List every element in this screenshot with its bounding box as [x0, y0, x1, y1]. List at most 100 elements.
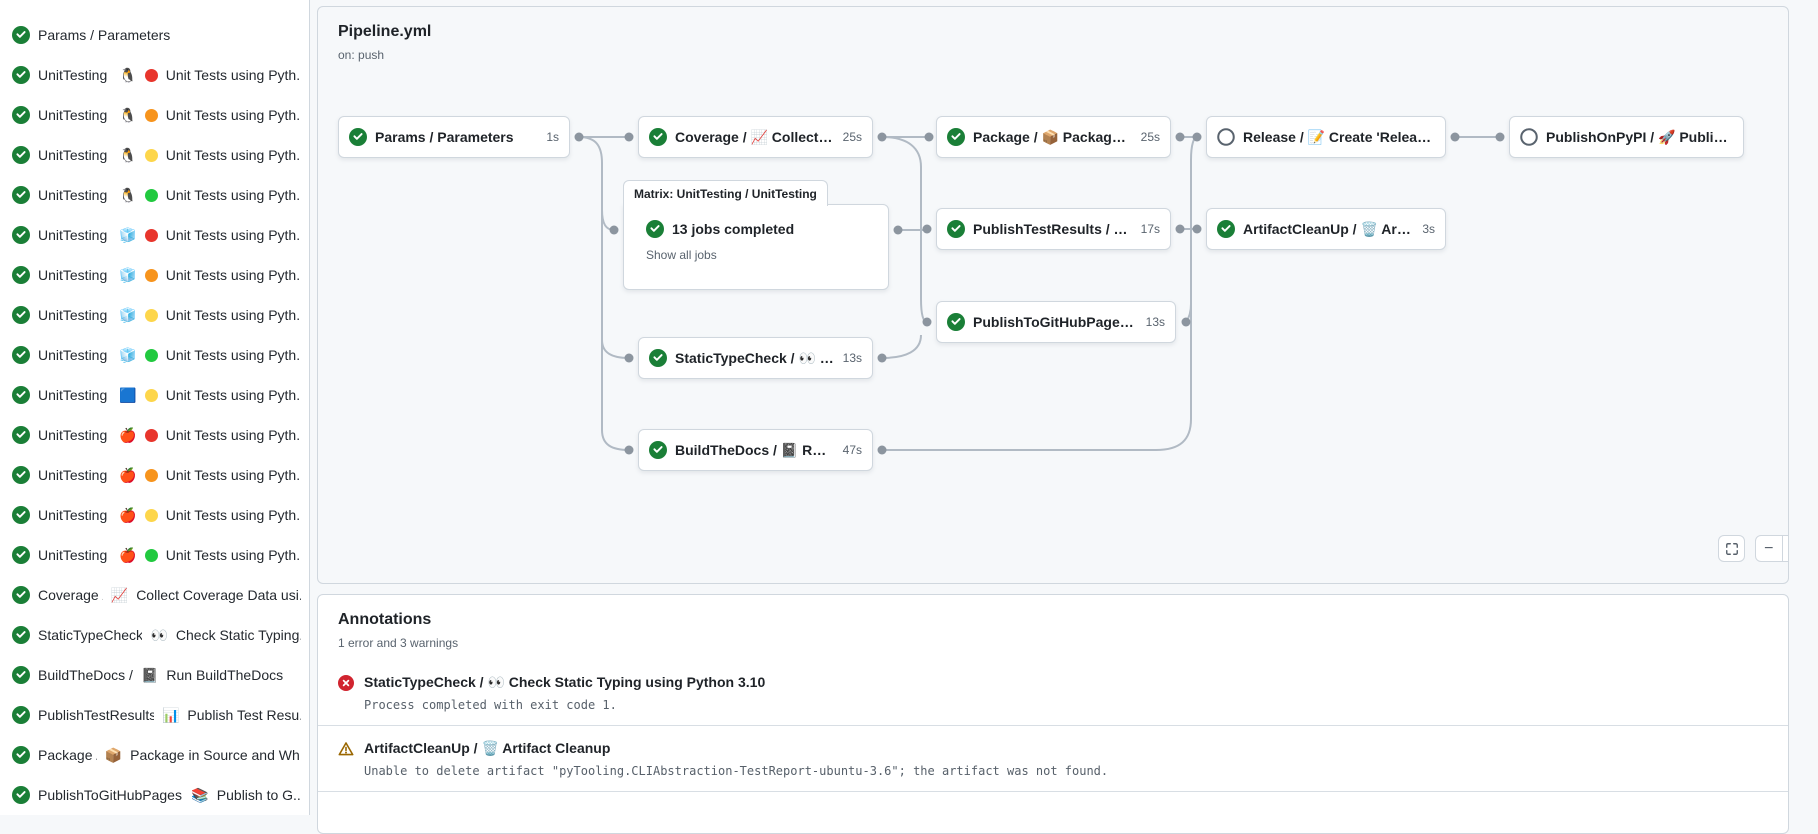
node-duration: 1s — [546, 130, 559, 144]
job-step-label: Collect Coverage Data usi... — [136, 587, 301, 603]
sidebar-job-row[interactable]: UnitTesting /🧊Unit Tests using Pyth... — [0, 215, 309, 255]
graph-node-unittesting-matrix[interactable]: 13 jobs completed Show all jobs — [623, 204, 889, 290]
graph-node-build-the-docs[interactable]: BuildTheDocs / 📓 Run Buil...47s — [638, 429, 873, 471]
job-step-label: Publish to G... — [216, 787, 301, 803]
sidebar-job-row[interactable]: UnitTesting /🍎Unit Tests using Pyth... — [0, 415, 309, 455]
graph-node-static-type-check[interactable]: StaticTypeCheck / 👀 Chec...13s — [638, 337, 873, 379]
job-step-label: Unit Tests using Pyth... — [165, 267, 301, 283]
sidebar-job-row[interactable]: Package / 📦 Package in Source and Wh... — [0, 735, 309, 775]
job-step-label: Check Static Typing... — [175, 627, 301, 643]
sidebar-job-row[interactable]: UnitTesting /🐧Unit Tests using Pyth... — [0, 135, 309, 175]
skipped-circle-icon — [1217, 128, 1235, 146]
annotations-title: Annotations — [338, 611, 432, 628]
sidebar-job-row[interactable]: UnitTesting /🍎Unit Tests using Pyth... — [0, 495, 309, 535]
annotations-list: StaticTypeCheck / 👀 Check Static Typing … — [318, 660, 1788, 791]
sidebar-job-row[interactable]: UnitTesting / 🧊 Unit Tests using Pyth... — [0, 255, 309, 295]
graph-node-artifact-cleanup[interactable]: ArtifactCleanUp / 🗑️ Artifac...3s — [1206, 208, 1446, 250]
os-icon: 🐧 — [119, 187, 137, 203]
matrix-summary-row: 13 jobs completed — [646, 220, 872, 238]
sidebar-job-row[interactable]: UnitTesting /🐧Unit Tests using Pyth... — [0, 95, 309, 135]
matrix-tab-label: Matrix: UnitTesting / UnitTesting — [634, 186, 817, 201]
main-area: Pipeline.yml on: push — [310, 0, 1818, 834]
job-step-label: Unit Tests using Pyth... — [165, 467, 301, 483]
node-label: PublishToGitHubPages / 📚 ... — [973, 313, 1138, 330]
node-duration: 13s — [842, 351, 862, 365]
edge-connection-dots — [574, 132, 1505, 455]
sidebar-job-row[interactable]: UnitTesting /🟦Unit Tests using Pyth... — [0, 375, 309, 415]
sidebar-job-row[interactable]: Coverage /📈Collect Coverage Data usi... — [0, 575, 309, 615]
job-name: UnitTesting / — [38, 467, 112, 483]
sidebar-job-row[interactable]: PublishToGitHubPages /📚Publish to G... — [0, 775, 309, 815]
graph-node-package[interactable]: Package / 📦 Package in So...25s — [936, 116, 1171, 158]
graph-node-publish-to-github-pages[interactable]: PublishToGitHubPages / 📚 ... 13s — [936, 301, 1176, 343]
sidebar-job-row[interactable]: PublishTestResults /📊Publish Test Resu..… — [0, 695, 309, 735]
job-name: UnitTesting / — [38, 347, 112, 363]
python-version-dot — [144, 268, 158, 282]
job-name: UnitTesting / — [38, 307, 112, 323]
node-duration: 3s — [1422, 222, 1435, 236]
job-name: UnitTesting / — [38, 267, 112, 283]
success-check-icon — [12, 666, 30, 684]
sidebar-job-row[interactable]: StaticTypeCheck /👀Check Static Typing... — [0, 615, 309, 655]
fullscreen-button[interactable] — [1718, 535, 1745, 562]
sidebar-job-row[interactable]: UnitTesting /🍎Unit Tests using Pyth... — [0, 535, 309, 575]
fullscreen-icon — [1725, 542, 1738, 555]
python-version-dot — [144, 508, 158, 522]
annotation-title[interactable]: StaticTypeCheck / 👀 Check Static Typing … — [364, 674, 766, 690]
node-label: PublishTestResults / 📊 Pu... — [973, 220, 1133, 237]
job-step-label: Unit Tests using Pyth... — [165, 507, 301, 523]
os-icon: 🐧 — [119, 107, 137, 123]
graph-header: Pipeline.yml on: push — [338, 23, 431, 62]
python-version-dot — [144, 148, 158, 162]
skipped-circle-icon — [1520, 128, 1538, 146]
sidebar-job-row[interactable]: UnitTesting /🧊Unit Tests using Pyth... — [0, 295, 309, 335]
job-name: PublishTestResults / — [38, 707, 154, 723]
matrix-tab[interactable]: Matrix: UnitTesting / UnitTesting — [623, 180, 828, 206]
node-duration: 25s — [842, 130, 862, 144]
node-duration: 13s — [1145, 315, 1165, 329]
python-version-dot — [144, 308, 158, 322]
python-version-dot — [144, 428, 158, 442]
job-name: UnitTesting / — [38, 187, 112, 203]
success-check-icon — [12, 546, 30, 564]
zoom-in-button[interactable]: + — [1781, 536, 1789, 561]
graph-node-publish-on-pypi[interactable]: PublishOnPyPI / 🚀 Publish to ... — [1509, 116, 1744, 158]
sidebar-job-row[interactable]: UnitTesting /🐧Unit Tests using Pyth... — [0, 175, 309, 215]
zoom-out-button[interactable]: − — [1764, 539, 1774, 557]
sidebar-job-row[interactable]: UnitTesting /🐧Unit Tests using Pyth... — [0, 55, 309, 95]
sidebar-job-row[interactable]: BuildTheDocs /📓Run BuildTheDocs — [0, 655, 309, 695]
graph-node-release[interactable]: Release / 📝 Create 'Release P... — [1206, 116, 1446, 158]
annotations-header: Annotations 1 error and 3 warnings — [318, 595, 1788, 660]
python-version-dot — [144, 108, 158, 122]
job-name: UnitTesting / — [38, 227, 112, 243]
job-step-label: Package in Source and Wh... — [130, 747, 301, 763]
sidebar-job-row[interactable]: UnitTesting /🧊Unit Tests using Pyth... — [0, 335, 309, 375]
success-check-icon — [12, 26, 30, 44]
node-duration: 47s — [842, 443, 862, 457]
os-icon: 🧊 — [119, 307, 137, 323]
annotation-message: Unable to delete artifact "pyTooling.CLI… — [364, 764, 1109, 778]
warning-triangle-icon — [338, 742, 354, 756]
os-icon: 🧊 — [119, 347, 137, 363]
sidebar-job-row[interactable]: Params / Parameters — [0, 15, 309, 55]
annotation-title[interactable]: ArtifactCleanUp / 🗑️ Artifact Cleanup — [364, 740, 611, 756]
show-all-jobs-link[interactable]: Show all jobs — [646, 248, 717, 262]
graph-node-coverage[interactable]: Coverage / 📈 Collect Cove...25s — [638, 116, 873, 158]
os-icon: 📦 — [104, 747, 123, 763]
sidebar-job-row[interactable]: UnitTesting /🍎Unit Tests using Pyth... — [0, 455, 309, 495]
python-version-dot — [144, 468, 158, 482]
python-version-dot — [144, 548, 158, 562]
workflow-file-title: Pipeline.yml — [338, 23, 432, 40]
success-check-icon — [12, 306, 30, 324]
job-name: Package / — [38, 747, 97, 763]
os-icon: 🧊 — [119, 267, 137, 283]
job-name: UnitTesting / — [38, 387, 112, 403]
workflow-trigger: on: push — [338, 48, 385, 62]
job-name: UnitTesting / — [38, 547, 112, 563]
success-check-icon — [649, 441, 667, 459]
graph-node-publish-test-results[interactable]: PublishTestResults / 📊 Pu...17s — [936, 208, 1171, 250]
job-name: UnitTesting / — [38, 507, 112, 523]
